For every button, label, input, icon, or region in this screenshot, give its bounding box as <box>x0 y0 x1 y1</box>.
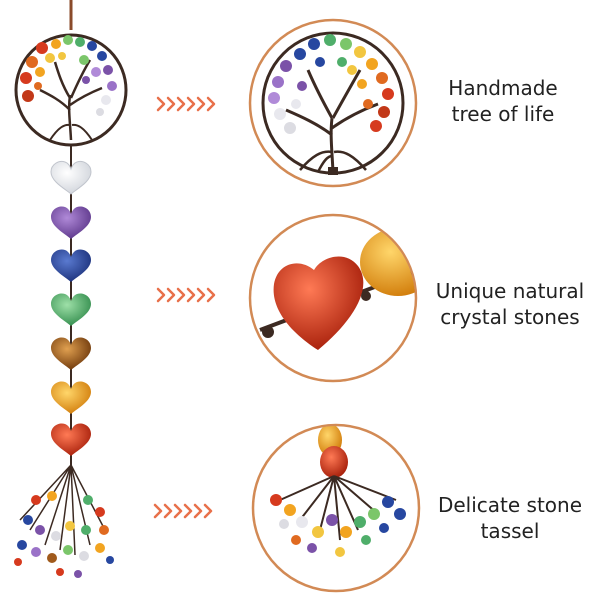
feature-line: crystal stones <box>440 305 580 329</box>
feature-label-tassel: Delicate stone tassel <box>425 492 595 544</box>
feature-line: tree of life <box>451 102 555 126</box>
chevron-right-icon <box>203 503 213 519</box>
chevron-right-icon <box>156 96 166 112</box>
chevron-right-icon <box>173 503 183 519</box>
chevron-right-icon <box>166 287 176 303</box>
feature-label-stones: Unique natural crystal stones <box>425 278 595 330</box>
chevron-right-icon <box>176 96 186 112</box>
arrow-row-1 <box>156 96 216 112</box>
detail-circle-stones <box>248 213 418 383</box>
chevron-right-icon <box>186 96 196 112</box>
feature-line: Handmade <box>448 76 558 100</box>
chevron-right-icon <box>186 287 196 303</box>
chevron-right-icon <box>166 96 176 112</box>
chevron-right-icon <box>183 503 193 519</box>
hanging-ornament <box>14 0 128 578</box>
tree-of-life-pendant <box>14 33 128 147</box>
chevron-right-icon <box>196 287 206 303</box>
chevron-right-icon <box>196 96 206 112</box>
chevron-right-icon <box>206 96 216 112</box>
feature-line: Delicate stone <box>437 493 583 517</box>
detail-circle-tree <box>248 18 418 188</box>
arrow-row-3 <box>153 503 213 519</box>
chevron-right-icon <box>163 503 173 519</box>
arrow-row-2 <box>156 287 216 303</box>
feature-label-tree: Handmade tree of life <box>418 75 588 127</box>
chevron-right-icon <box>206 287 216 303</box>
feature-line: tassel <box>480 519 540 543</box>
chevron-right-icon <box>156 287 166 303</box>
chevron-right-icon <box>176 287 186 303</box>
feature-line: Unique natural <box>435 279 585 303</box>
stone-tassel <box>14 464 114 578</box>
chevron-right-icon <box>153 503 163 519</box>
chevron-right-icon <box>193 503 203 519</box>
detail-circle-tassel <box>251 423 421 593</box>
